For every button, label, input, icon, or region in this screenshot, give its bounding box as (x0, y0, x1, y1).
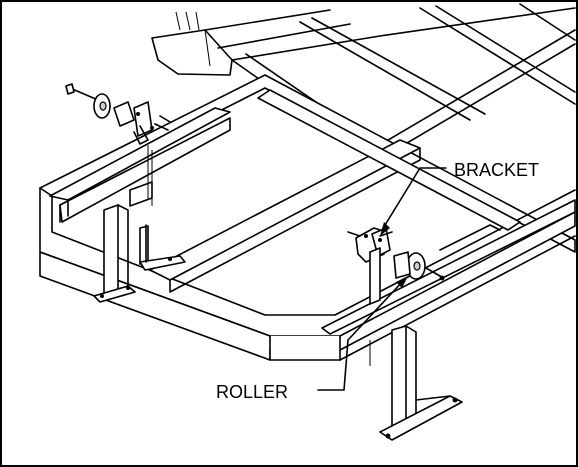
main-frame (39, 74, 576, 361)
roller-label: ROLLER (216, 382, 288, 402)
left-leg (93, 204, 186, 303)
left-roller-assembly (65, 83, 171, 263)
roller-arrowhead (396, 276, 408, 288)
left-guide-rail (49, 107, 231, 223)
bolt-icon (425, 267, 441, 277)
roller-leader-line (317, 279, 405, 391)
bracket-arrowhead (380, 222, 390, 236)
bolt-icon (69, 87, 99, 101)
upper-frame (151, 3, 576, 157)
bracket-label: BRACKET (454, 160, 539, 180)
right-leg (379, 325, 463, 441)
right-roller-assembly (347, 227, 445, 366)
bracket-leader-line (381, 167, 447, 231)
